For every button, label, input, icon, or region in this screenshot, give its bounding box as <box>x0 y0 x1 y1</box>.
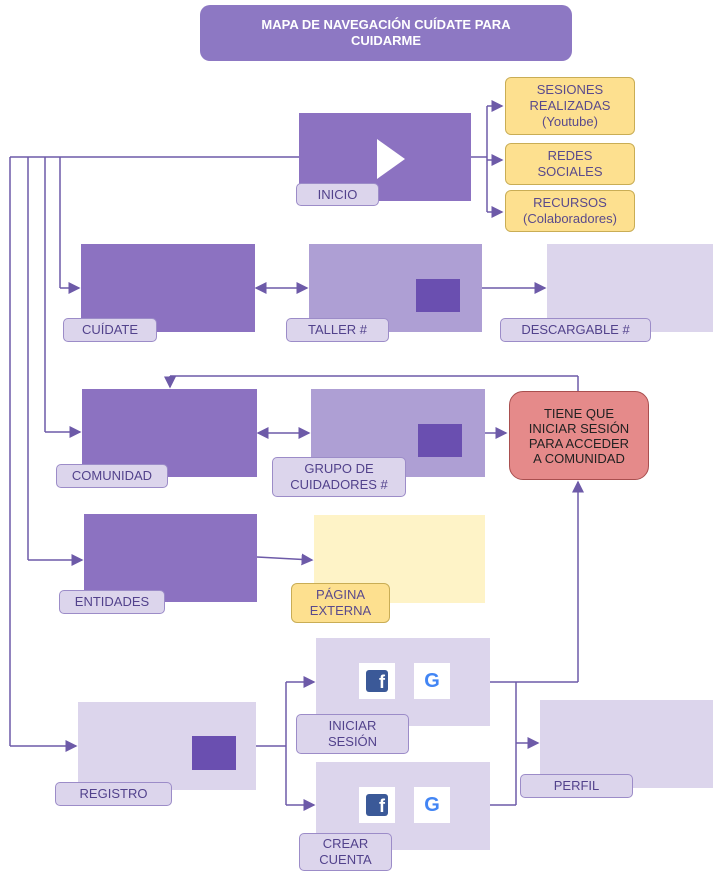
taller-label: TALLER # <box>286 318 389 342</box>
facebook-icon: f <box>359 663 395 699</box>
crear-cuenta-label: CREAR CUENTA <box>299 833 392 871</box>
redes-sociales-node: REDES SOCIALES <box>505 143 635 185</box>
diagram-title: MAPA DE NAVEGACIÓN CUÍDATE PARA CUIDARME <box>200 5 572 61</box>
recursos-node: RECURSOS (Colaboradores) <box>505 190 635 232</box>
inicio-label: INICIO <box>296 183 379 206</box>
comunidad-label: COMUNIDAD <box>56 464 168 488</box>
taller-screen <box>309 244 482 332</box>
perfil-label: PERFIL <box>520 774 633 798</box>
comunidad-screen <box>82 389 257 477</box>
iniciar-sesion-screen: f G <box>316 638 490 726</box>
play-icon <box>377 139 405 179</box>
cuidate-screen <box>81 244 255 332</box>
inicio-screen <box>299 113 471 201</box>
registro-screen <box>78 702 256 790</box>
entidades-screen <box>84 514 257 602</box>
google-icon: G <box>414 787 450 823</box>
registro-label: REGISTRO <box>55 782 172 806</box>
login-required-notice: TIENE QUE INICIAR SESIÓN PARA ACCEDER A … <box>509 391 649 480</box>
pagina-externa-label: PÁGINA EXTERNA <box>291 583 390 623</box>
google-icon: G <box>414 663 450 699</box>
facebook-icon: f <box>359 787 395 823</box>
taller-media-block <box>416 279 460 312</box>
entidades-label: ENTIDADES <box>59 590 165 614</box>
descargable-screen <box>547 244 713 332</box>
iniciar-sesion-label: INICIAR SESIÓN <box>296 714 409 754</box>
grupo-label: GRUPO DE CUIDADORES # <box>272 457 406 497</box>
grupo-media-block <box>418 424 462 457</box>
descargable-label: DESCARGABLE # <box>500 318 651 342</box>
sesiones-realizadas-node: SESIONES REALIZADAS (Youtube) <box>505 77 635 135</box>
registro-media-block <box>192 736 236 770</box>
cuidate-label: CUÍDATE <box>63 318 157 342</box>
perfil-screen <box>540 700 713 788</box>
